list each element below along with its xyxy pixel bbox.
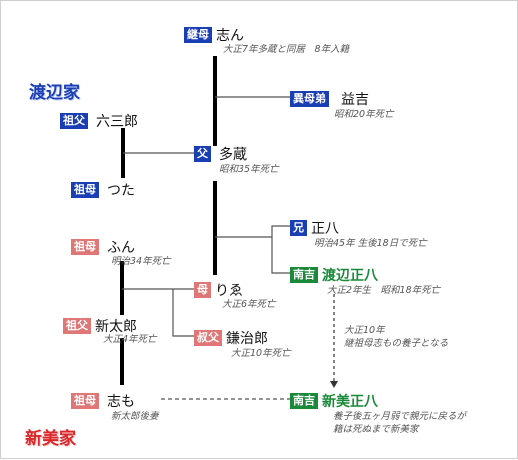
niimi-family-title: 新美家 <box>25 429 76 449</box>
note-grandfather-niimi: 大正4年死亡 <box>103 334 157 345</box>
name-father: 多蔵 <box>219 147 247 163</box>
grandfather-niimi-node: 祖父 新太郎 <box>63 316 137 336</box>
branch-line-children <box>215 225 290 274</box>
adoption-note-line2: 継祖母志もの養子となる <box>344 338 449 349</box>
role-badge-nankichi-watanabe: 南吉 <box>290 267 318 283</box>
role-badge-grandfather-watanabe: 祖父 <box>60 113 88 129</box>
note-half-brother: 昭和20年死亡 <box>334 109 394 120</box>
name-stepmother: 志ん <box>216 28 244 44</box>
note-step-grandmother: 新太郎後妻 <box>111 411 159 422</box>
role-badge-grandfather-niimi: 祖父 <box>63 318 91 334</box>
half-brother-node: 異母弟 益吉 <box>290 89 369 109</box>
note-nankichi-niimi-line1: 養子後五ヶ月弱で親元に戻るが <box>333 411 467 422</box>
note-nankichi-niimi-line2: 籍は死ぬまで新美家 <box>333 424 419 435</box>
note-grandmother-niimi: 明治34年死亡 <box>111 256 171 267</box>
role-badge-mother: 母 <box>194 282 211 298</box>
name-brother: 正八 <box>311 221 339 237</box>
name-grandfather-watanabe: 六三郎 <box>96 114 138 130</box>
stepmother-node: 継母 志ん <box>184 25 244 45</box>
name-mother: りゑ <box>215 283 243 299</box>
uncle-node: 叔父 鎌治郎 <box>194 328 268 348</box>
role-badge-father: 父 <box>194 146 211 162</box>
name-grandmother-watanabe: つた <box>107 183 135 199</box>
note-father: 昭和35年死亡 <box>219 164 279 175</box>
role-badge-nankichi-niimi: 南吉 <box>290 393 318 409</box>
name-grandmother-niimi: ふん <box>107 240 135 256</box>
note-nankichi-watanabe: 大正2年生 昭和18年死亡 <box>327 285 441 296</box>
note-stepmother: 大正7年多蔵と同居 8年入籍 <box>223 44 350 55</box>
watanabe-family-title: 渡辺家 <box>29 83 80 103</box>
role-badge-brother: 兄 <box>290 220 307 236</box>
name-uncle: 鎌治郎 <box>226 331 268 347</box>
role-badge-grandmother-watanabe: 祖母 <box>71 182 99 198</box>
grandfather-watanabe-node: 祖父 六三郎 <box>60 111 138 131</box>
role-badge-stepmother: 継母 <box>184 27 212 43</box>
name-nankichi-niimi: 新美正八 <box>322 394 378 410</box>
brother-node: 兄 正八 <box>290 218 339 238</box>
adoption-note-line1: 大正10年 <box>344 325 385 336</box>
note-uncle: 大正10年死亡 <box>231 348 291 359</box>
branch-line-uncle <box>172 289 194 337</box>
adoption-arrow-head <box>330 381 338 388</box>
role-badge-half-brother: 異母弟 <box>290 91 329 107</box>
note-brother: 明治45年 生後18日で死亡 <box>314 238 427 249</box>
name-nankichi-watanabe: 渡辺正八 <box>322 268 378 284</box>
name-step-grandmother: 志も <box>107 394 135 410</box>
note-mother: 大正6年死亡 <box>222 299 276 310</box>
father-node: 父 多蔵 <box>194 144 247 164</box>
role-badge-step-grandmother: 祖母 <box>71 393 99 409</box>
step-grandmother-node: 祖母 志も <box>71 391 135 411</box>
role-badge-grandmother-niimi: 祖母 <box>71 239 99 255</box>
nankichi-watanabe-node: 南吉 渡辺正八 <box>290 265 378 285</box>
role-badge-uncle: 叔父 <box>194 330 222 346</box>
name-half-brother: 益吉 <box>341 92 369 108</box>
grandmother-niimi-node: 祖母 ふん <box>71 237 135 257</box>
mother-node: 母 りゑ <box>194 280 243 300</box>
nankichi-niimi-node: 南吉 新美正八 <box>290 391 378 411</box>
name-grandfather-niimi: 新太郎 <box>95 319 137 335</box>
grandmother-watanabe-node: 祖母 つた <box>71 180 135 200</box>
